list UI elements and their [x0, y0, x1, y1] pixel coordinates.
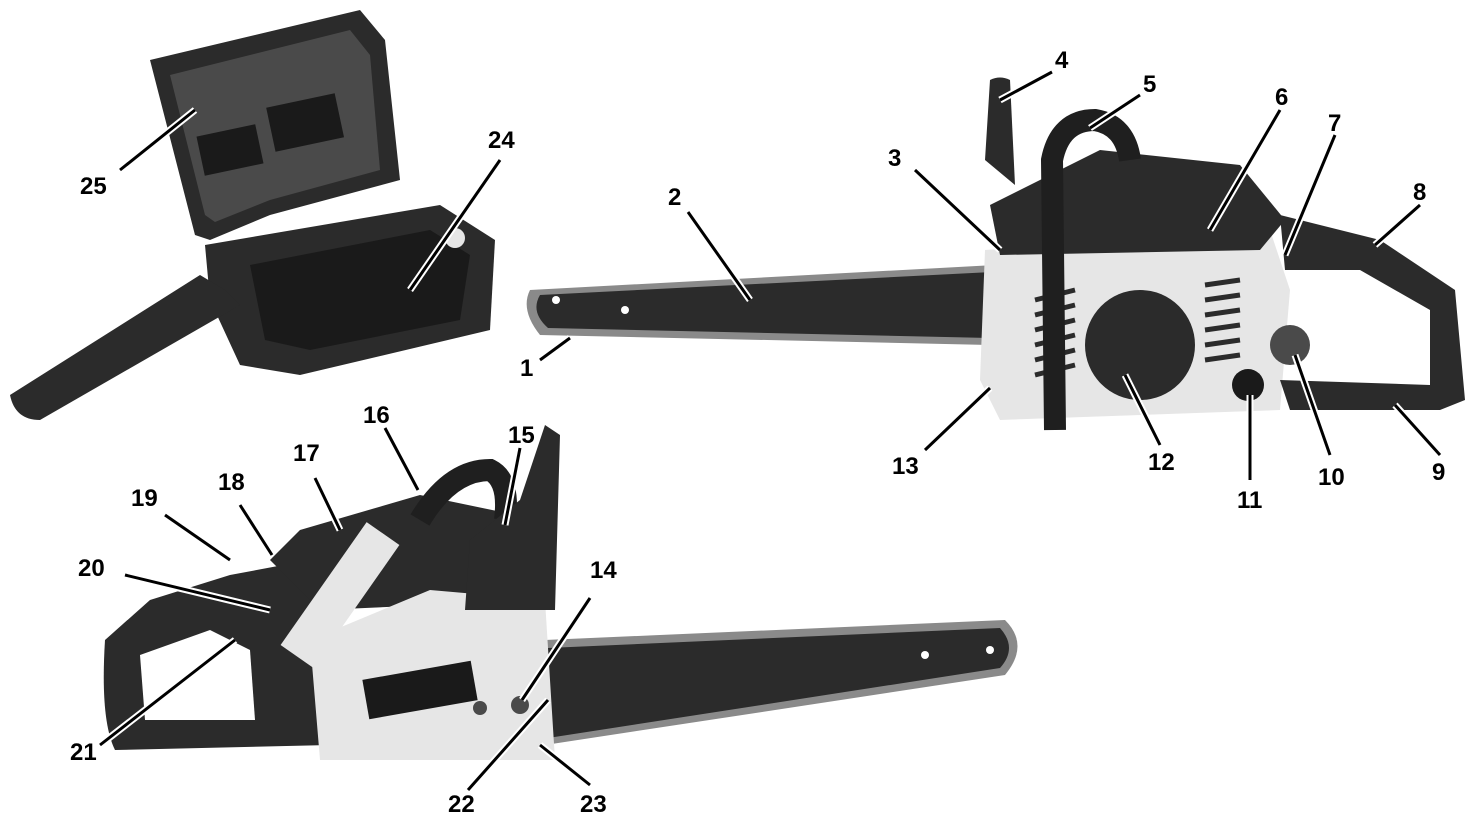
chainsaw-right-view: [526, 77, 1465, 431]
bar-hole-2: [621, 306, 629, 314]
lower-bar-hole-2: [986, 646, 994, 654]
leader-21: [97, 637, 238, 748]
chain-tensioner: [473, 701, 487, 715]
callout-17: 17: [293, 440, 320, 467]
leader-9: [1392, 402, 1443, 458]
callout-16: 16: [363, 402, 390, 429]
lower-decal: [362, 660, 478, 720]
callout-5: 5: [1143, 71, 1156, 98]
lower-front-handle-grip: [280, 522, 400, 668]
callout-7: 7: [1328, 110, 1341, 137]
leader-14: [519, 596, 593, 702]
callout-8: 8: [1413, 179, 1426, 206]
rear-handle: [1280, 215, 1465, 410]
callout-21: 21: [70, 739, 97, 766]
callout-2: 2: [668, 184, 681, 211]
lower-guide-bar: [548, 628, 1009, 738]
callout-10: 10: [1318, 464, 1345, 491]
callout-19: 19: [131, 485, 158, 512]
leader-2: [685, 209, 753, 303]
fuel-cap: [1270, 325, 1310, 365]
case-base-tray: [250, 230, 470, 350]
front-handle: [1040, 108, 1141, 431]
leader-20: [124, 571, 271, 614]
starter-cover: [1085, 290, 1195, 400]
leader-23: [537, 742, 593, 788]
case-guide-bar: [10, 275, 240, 420]
carrying-case-illustration: [10, 10, 495, 420]
leader-3: [912, 167, 1003, 253]
leader-13: [922, 385, 993, 453]
callout-labels: 1 2 3 4 5 6 7 8 9 10 11 12 13 14 15 16 1…: [70, 47, 1445, 817]
callout-3: 3: [888, 145, 901, 172]
leader-25: [117, 107, 198, 173]
callout-22: 22: [448, 791, 475, 817]
lower-rear-handle-opening: [140, 630, 255, 720]
leader-5: [1088, 92, 1142, 131]
front-hand-guard: [985, 77, 1015, 185]
callout-13: 13: [892, 453, 919, 480]
callout-11: 11: [1237, 487, 1262, 514]
bar-hole-1: [552, 296, 560, 304]
lower-hand-guard: [465, 425, 560, 610]
leader-7: [1281, 133, 1339, 257]
leader-6: [1206, 108, 1284, 232]
leader-4: [998, 68, 1054, 104]
callout-24: 24: [488, 127, 515, 154]
callout-12: 12: [1148, 449, 1175, 476]
callout-6: 6: [1275, 84, 1288, 111]
case-lid-recess-2: [266, 93, 345, 152]
case-lid-recess: [196, 124, 264, 176]
leader-15: [501, 447, 524, 526]
leader-10: [1291, 353, 1334, 457]
callout-9: 9: [1432, 459, 1445, 486]
upper-guide-bar: [536, 272, 992, 338]
upper-engine-cover: [990, 150, 1285, 255]
leader-lines: [97, 68, 1443, 793]
callout-14: 14: [590, 557, 617, 584]
lower-front-handle: [410, 458, 517, 526]
callout-25: 25: [80, 173, 107, 200]
leader-17: [311, 476, 344, 532]
leader-22: [465, 697, 551, 793]
leader-18: [237, 503, 275, 557]
callout-18: 18: [218, 469, 245, 496]
oil-cap: [1232, 369, 1264, 401]
callout-20: 20: [78, 555, 105, 582]
callout-15: 15: [508, 422, 535, 449]
leader-8: [1372, 202, 1423, 248]
callout-1: 1: [520, 355, 533, 382]
leader-16: [381, 426, 422, 492]
callout-4: 4: [1055, 47, 1069, 74]
leader-12: [1121, 373, 1164, 447]
callout-23: 23: [580, 791, 607, 817]
lower-bar-hole-1: [921, 651, 929, 659]
leader-24: [407, 158, 503, 292]
leader-19: [163, 512, 232, 563]
leader-1: [537, 335, 573, 363]
